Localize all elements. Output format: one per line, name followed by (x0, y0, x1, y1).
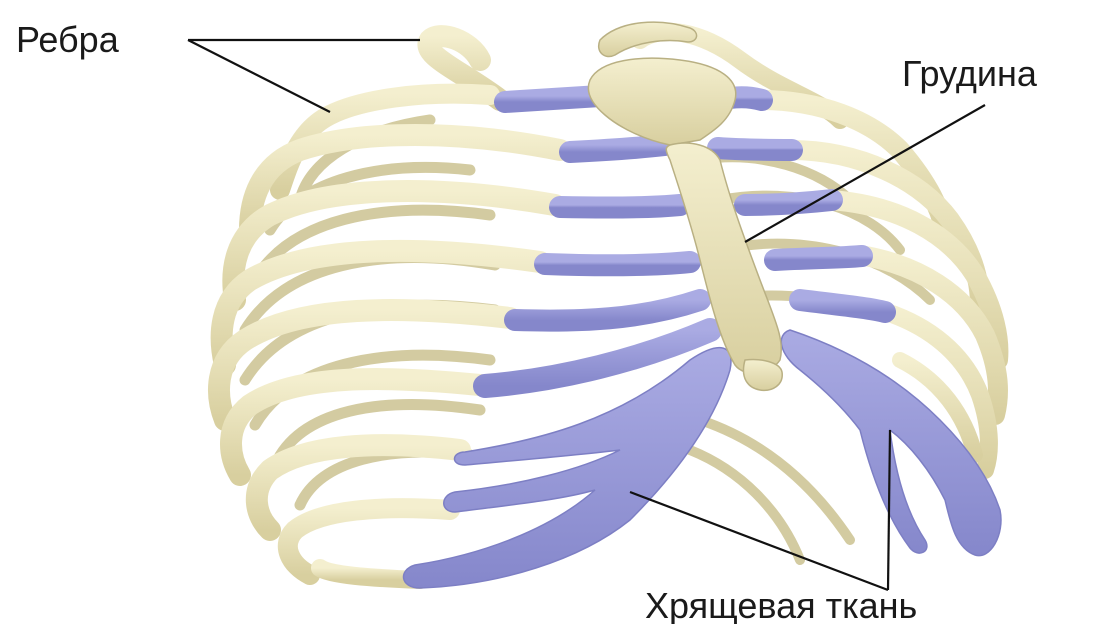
xiphoid-process (743, 360, 782, 391)
clavicle-stub (599, 22, 697, 56)
label-sternum: Грудина (902, 53, 1038, 94)
label-cartilage: Хрящевая ткань (645, 585, 917, 624)
label-ribs: Ребра (16, 19, 120, 60)
manubrium (588, 58, 735, 145)
ribs-leader-2 (188, 40, 330, 112)
